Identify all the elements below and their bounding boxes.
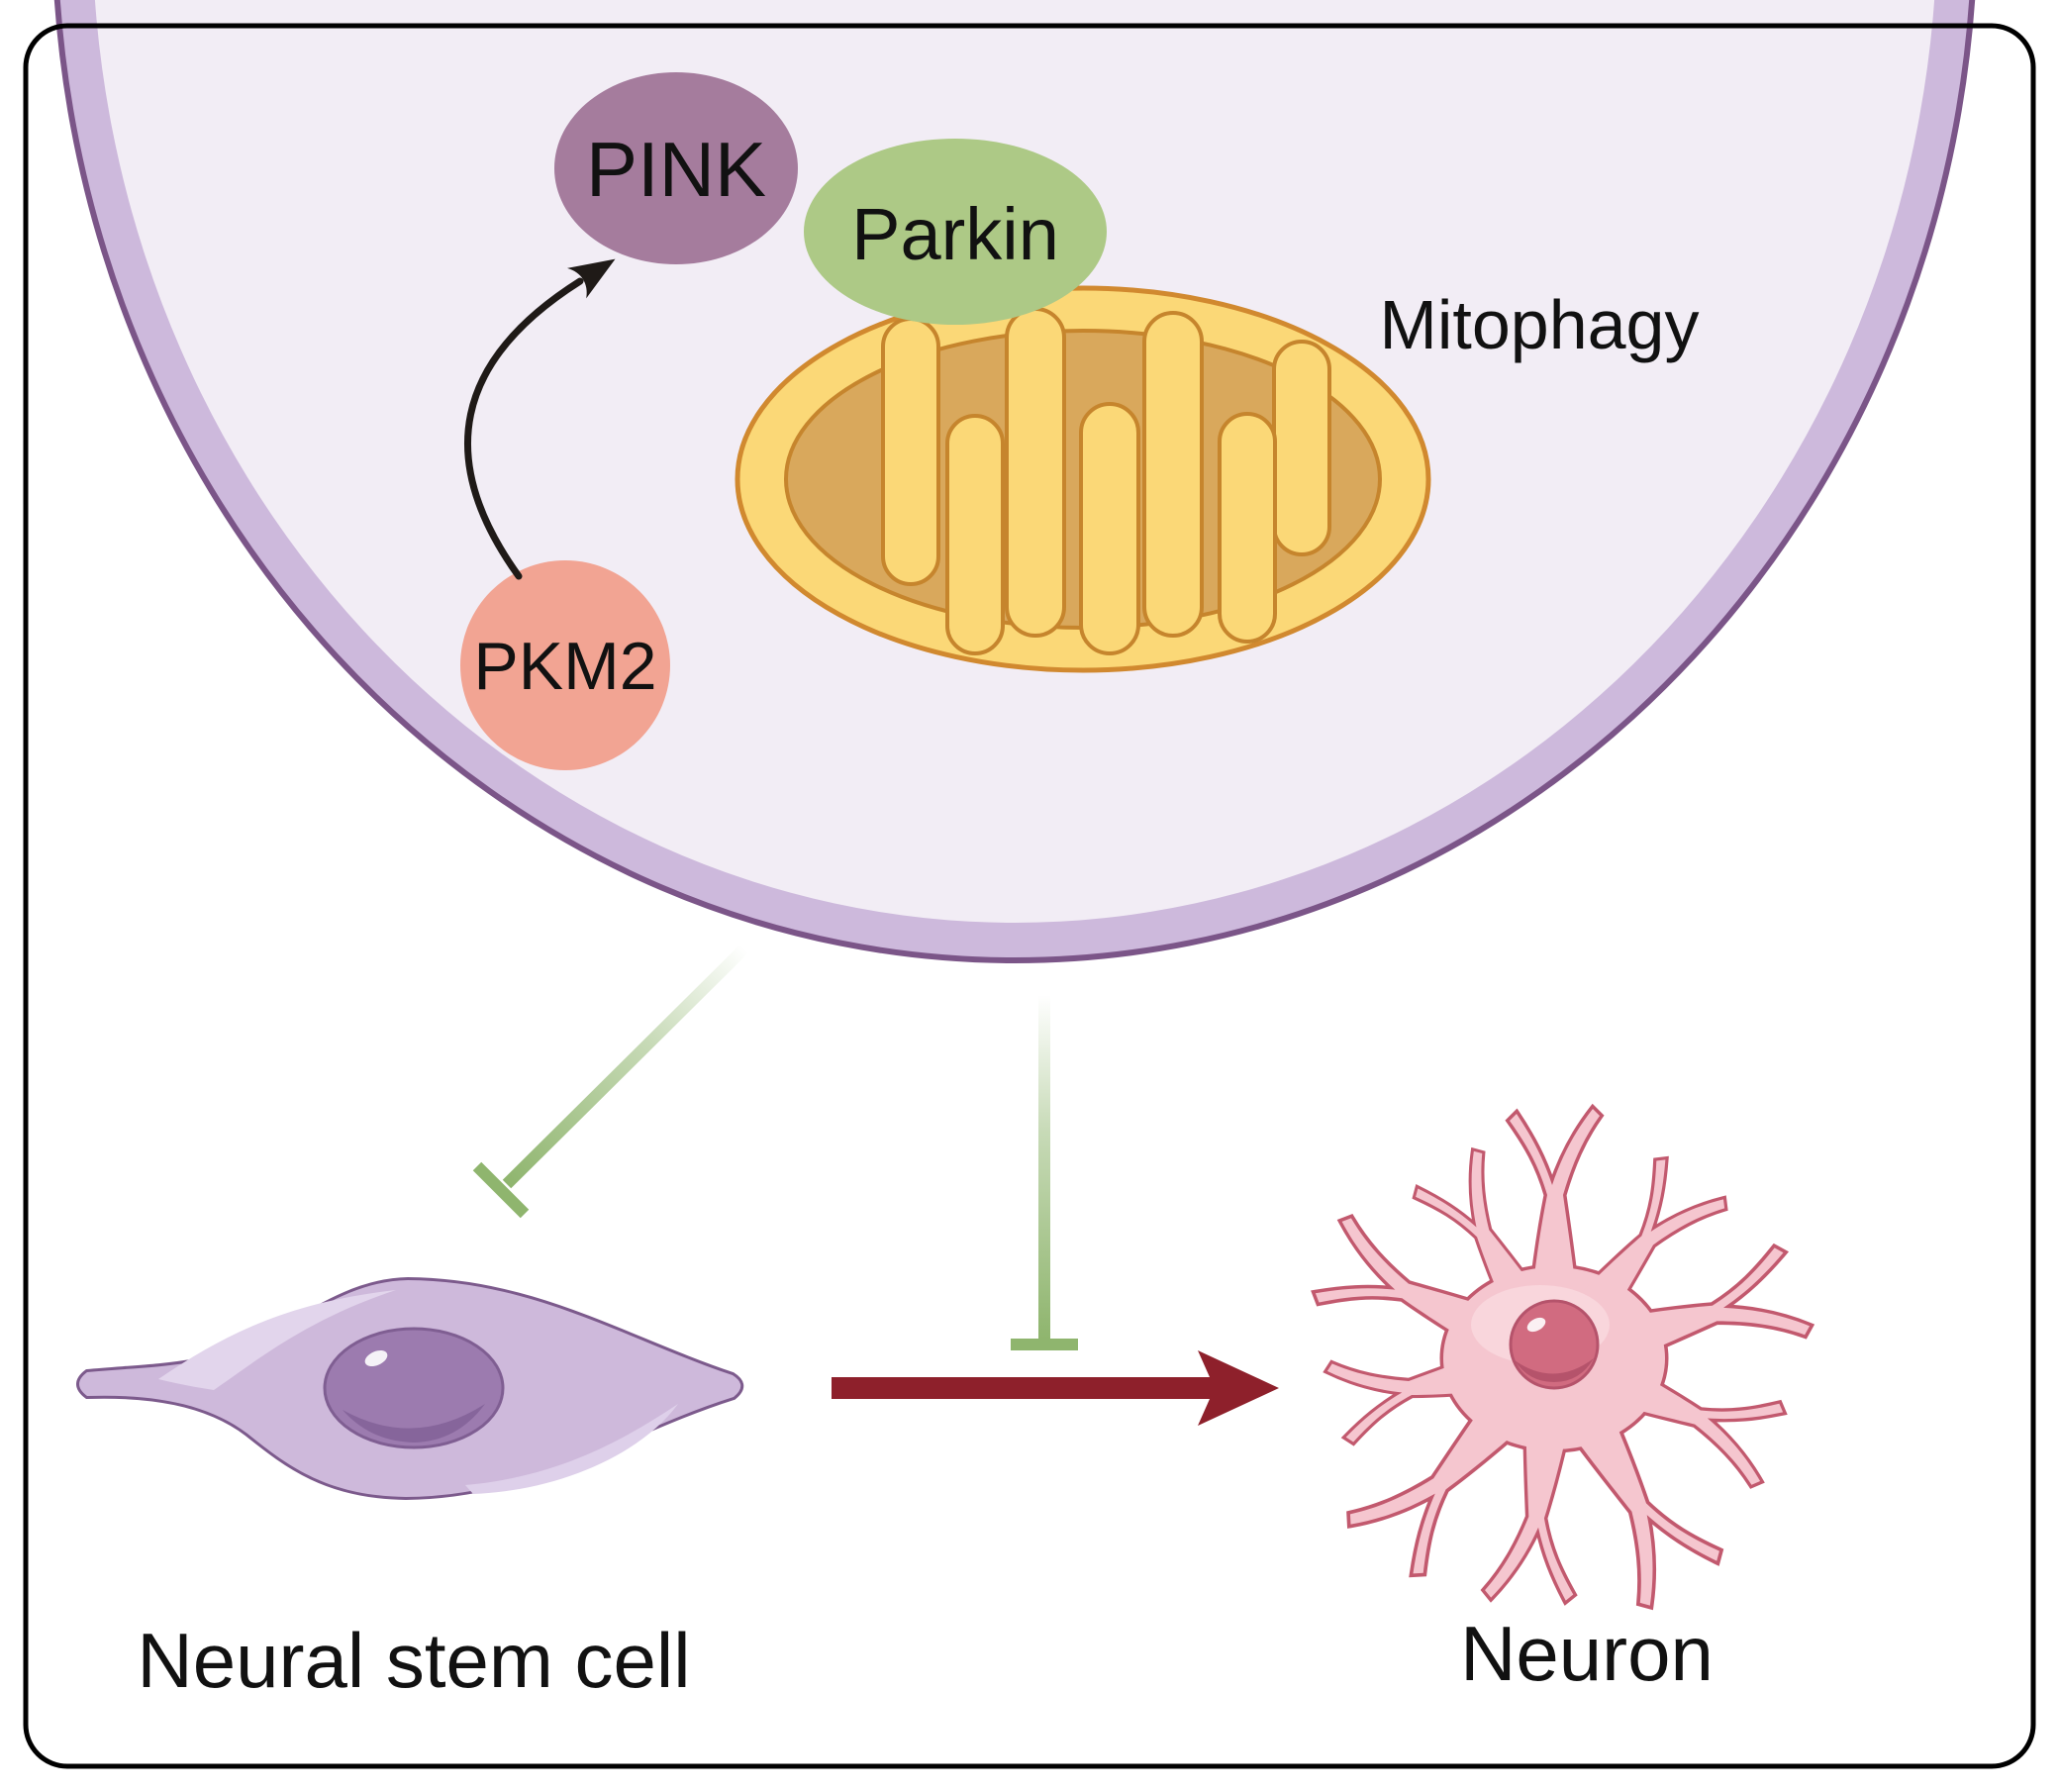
nsc-highlight-top (158, 1290, 396, 1390)
neural-stem-cell (79, 1280, 740, 1497)
neuron-nucleus (1509, 1299, 1600, 1390)
crista-top-4 (1272, 340, 1331, 556)
inhibition-bar-left (472, 944, 749, 1219)
inhibition-bar-middle (1011, 995, 1078, 1350)
inhibition-crossbar-left (472, 1161, 530, 1219)
differentiation-arrow (832, 1350, 1279, 1426)
crista-top-2 (1005, 307, 1066, 638)
mitochondrion-cristae (881, 307, 1331, 655)
nsc-highlight-bottom (465, 1404, 678, 1494)
parkin-ellipse (804, 139, 1107, 325)
crista-top-3 (1142, 311, 1204, 638)
crista-bottom-2 (1079, 402, 1140, 655)
nsc-nucleus (323, 1327, 505, 1449)
crista-bottom-3 (1218, 412, 1277, 644)
mitophagy-label: Mitophagy (1380, 286, 1700, 363)
crista-bottom-1 (945, 414, 1005, 655)
mitochondrion (735, 285, 1431, 673)
neuron-label: Neuron (1460, 1610, 1714, 1697)
pkm2-label: PKM2 (473, 629, 656, 704)
pink-label: PINK (586, 126, 766, 213)
activation-arrow (463, 258, 616, 580)
neural-stem-cell-label: Neural stem cell (137, 1617, 690, 1704)
neuron-nucleus-shade (1515, 1358, 1594, 1382)
nsc-nucleus-shade (343, 1404, 485, 1443)
crista-top-1 (881, 317, 940, 586)
neuron (1308, 1109, 1812, 1609)
neuron-nucleus-highlight (1526, 1317, 1546, 1333)
pink-ellipse (554, 72, 798, 264)
pkm2-circle (460, 560, 670, 770)
parkin-label: Parkin (851, 193, 1059, 275)
frame-border (23, 23, 2036, 1769)
nsc-nucleus-highlight (364, 1349, 388, 1367)
